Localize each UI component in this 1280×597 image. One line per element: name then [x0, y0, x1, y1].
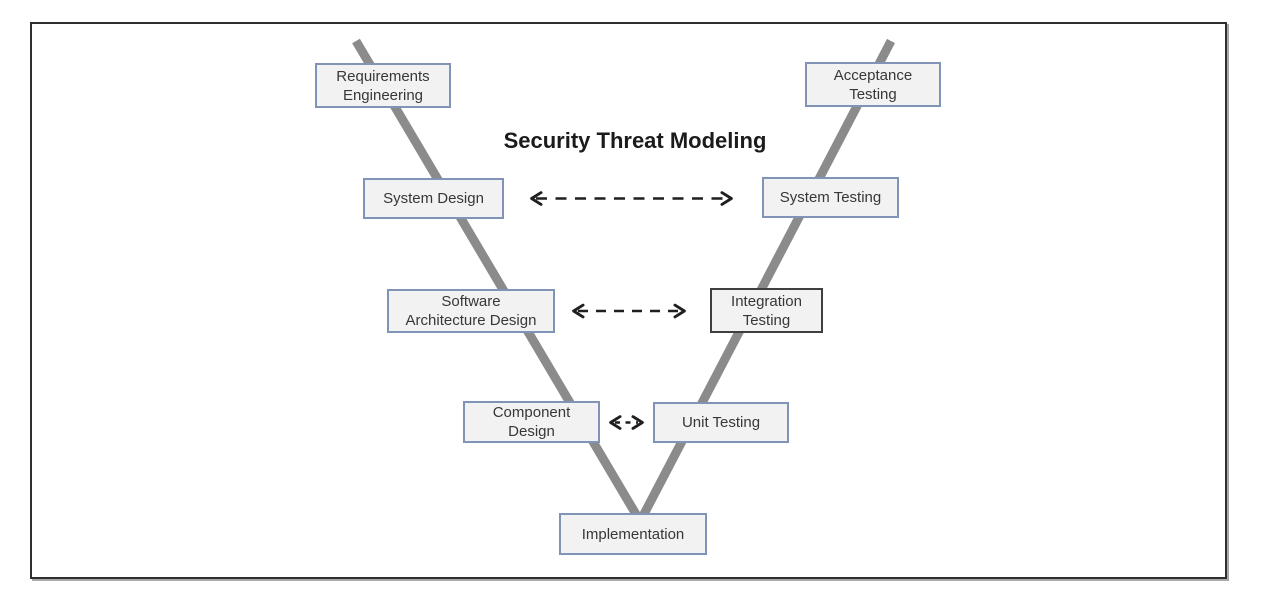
left-v-line [352, 38, 641, 519]
right-v-line [639, 38, 895, 519]
node-software-architecture-design: Software Architecture Design [387, 289, 555, 333]
outer-frame [30, 22, 1227, 579]
node-component-design: Component Design [463, 401, 600, 443]
node-system-testing: System Testing [762, 177, 899, 218]
node-implementation: Implementation [559, 513, 707, 555]
node-integration-testing: Integration Testing [710, 288, 823, 333]
node-unit-testing: Unit Testing [653, 402, 789, 443]
node-acceptance-testing: Acceptance Testing [805, 62, 941, 107]
diagram-title: Security Threat Modeling [503, 128, 767, 153]
node-system-design: System Design [363, 178, 504, 219]
node-requirements-engineering: Requirements Engineering [315, 63, 451, 108]
